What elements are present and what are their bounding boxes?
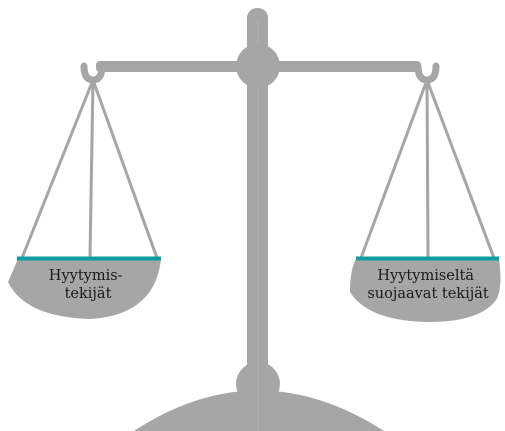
left-pan-label-line-2: tekijät: [65, 286, 112, 302]
pivot-hub: [236, 44, 280, 88]
left-hook: [84, 66, 102, 80]
right-pan-label-line-2: suojaavat tekijät: [367, 286, 489, 302]
right-pan-strings: [361, 80, 494, 258]
left-pan-strings: [22, 80, 157, 258]
right-hook: [418, 66, 436, 80]
right-pan-label-line-1: Hyytymiseltä: [377, 268, 474, 284]
left-pan-label-line-1: Hyytymis-: [49, 268, 123, 284]
